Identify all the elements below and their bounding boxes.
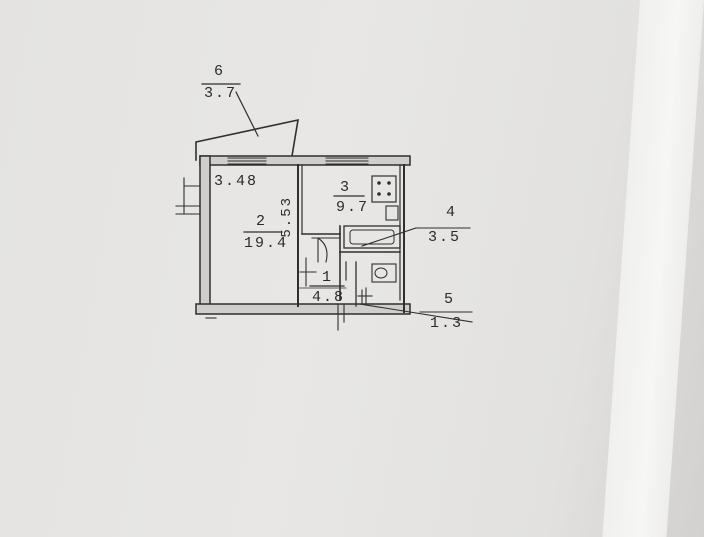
window-room-3: [325, 157, 369, 165]
dimension-top-left: 3.48: [214, 173, 259, 190]
toilet: [371, 263, 397, 283]
kitchen-sink: [385, 205, 399, 221]
outer-wall-bottom: [195, 303, 411, 315]
balcony-outline: [195, 118, 299, 161]
room-4-number: 4: [446, 204, 458, 221]
room-6-area: 3.7: [204, 85, 238, 102]
room-6-number: 6: [214, 63, 226, 80]
room-5-number: 5: [444, 291, 456, 308]
stove-burners: [377, 181, 391, 196]
dimension-vertical: 5.53: [279, 196, 295, 238]
leader-5: [359, 303, 473, 323]
room-2-area: 19.4: [244, 235, 289, 252]
room-1-number: 1: [322, 269, 334, 286]
bathtub-inner: [349, 229, 395, 245]
window-room-2: [227, 157, 267, 165]
room-5-area: 1.3: [430, 315, 464, 332]
room-4-area: 3.5: [428, 229, 462, 246]
kitchen-stove: [371, 175, 397, 203]
toilet-bowl: [374, 267, 388, 279]
left-wall-ticks: [175, 177, 201, 215]
hall-ticks: [299, 257, 373, 305]
room-1-area: 4.8: [312, 289, 346, 306]
bathtub: [343, 225, 401, 249]
entrance-marks: [205, 303, 361, 331]
balcony-leader: [235, 91, 259, 137]
door-swing: [317, 237, 328, 263]
room-2-number: 2: [256, 213, 268, 230]
room-3-number: 3: [340, 179, 352, 196]
room-3-area: 9.7: [336, 199, 370, 216]
leader-4: [361, 227, 417, 247]
outer-wall-left: [199, 155, 211, 313]
